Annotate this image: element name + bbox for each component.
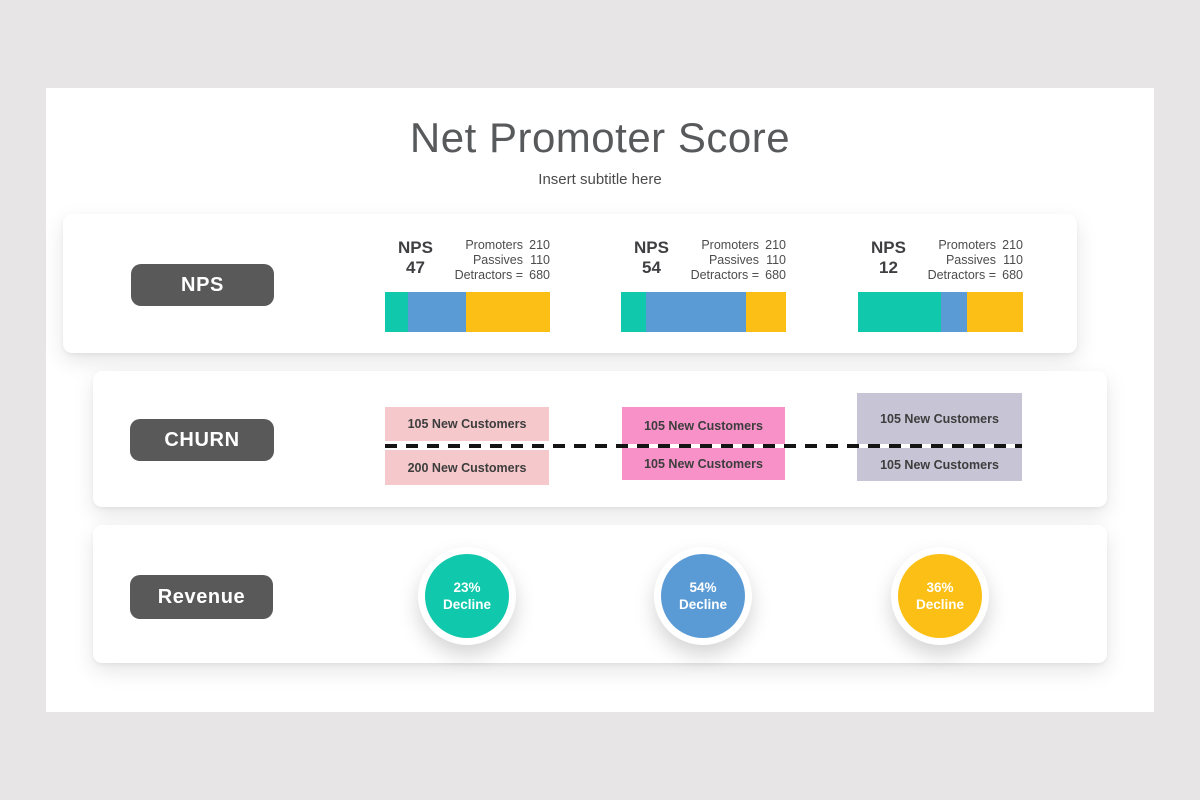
churn-unit: 105 New Customers 105 New Customers — [622, 393, 785, 490]
nps-stacked-bar — [621, 292, 786, 332]
nps-stat-value: 680 — [765, 268, 786, 282]
slide-title: Net Promoter Score — [409, 114, 791, 161]
bar-segment-blue — [645, 292, 747, 332]
revenue-caption: Decline — [678, 597, 728, 612]
churn-block-top: 105 New Customers — [857, 393, 1022, 444]
churn-block-top: 105 New Customers — [622, 407, 785, 444]
revenue-caption: Decline — [442, 597, 492, 612]
nps-stat-value: 110 — [766, 253, 786, 267]
revenue-row-label: Revenue — [130, 575, 273, 619]
nps-score-value: 54 — [642, 258, 661, 277]
nps-stat-label: Passives — [708, 253, 759, 267]
nps-stat-label: Promoters — [938, 238, 996, 252]
revenue-percent: 36% — [926, 580, 954, 595]
slide-subtitle: Insert subtitle here — [538, 171, 662, 188]
churn-unit: 105 New Customers 105 New Customers — [857, 393, 1022, 490]
nps-stat-value: 680 — [529, 268, 550, 282]
bar-segment-teal — [858, 292, 941, 332]
nps-stat-label: Promoters — [701, 238, 759, 252]
revenue-circle: 54% Decline — [661, 554, 745, 638]
nps-stat-line: Promoters 210 — [691, 238, 786, 253]
nps-stat-value: 110 — [530, 253, 550, 267]
bar-segment-yellow — [465, 292, 550, 332]
nps-stat-line: Promoters 210 — [928, 238, 1023, 253]
nps-stat-label: Detractors = — [690, 268, 759, 282]
nps-score-label: NPS — [398, 238, 433, 257]
nps-stat-line: Passives 110 — [455, 253, 550, 268]
nps-stacked-bar — [385, 292, 550, 332]
revenue-percent: 54% — [689, 580, 717, 595]
bar-segment-blue — [940, 292, 967, 332]
nps-score-value: 12 — [879, 258, 898, 277]
nps-stat-value: 210 — [529, 238, 550, 252]
nps-score-label: NPS — [634, 238, 669, 257]
nps-stat-line: Detractors = 680 — [691, 268, 786, 283]
bar-segment-blue — [408, 292, 466, 332]
churn-block-bottom: 200 New Customers — [385, 450, 549, 485]
churn-unit: 105 New Customers 200 New Customers — [385, 393, 549, 490]
churn-block-bottom: 105 New Customers — [857, 448, 1022, 481]
nps-stat-line: Detractors = 680 — [928, 268, 1023, 283]
revenue-unit: 23% Decline — [418, 547, 516, 645]
slide-canvas: Net Promoter Score Insert subtitle here … — [46, 88, 1154, 712]
nps-stacked-bar — [858, 292, 1023, 332]
bar-segment-teal — [385, 292, 409, 332]
nps-stat-label: Detractors = — [454, 268, 523, 282]
nps-stat-line: Passives 110 — [928, 253, 1023, 268]
nps-score-label: NPS — [871, 238, 906, 257]
nps-stat-line: Passives 110 — [691, 253, 786, 268]
churn-row-label: CHURN — [130, 419, 274, 461]
bar-segment-yellow — [746, 292, 786, 332]
churn-divider-dashed-line — [385, 444, 1022, 448]
nps-stat-value: 210 — [1002, 238, 1023, 252]
nps-stat-label: Passives — [945, 253, 996, 267]
nps-stat-value: 110 — [1003, 253, 1023, 267]
revenue-unit: 54% Decline — [654, 547, 752, 645]
nps-row-label: NPS — [131, 264, 274, 306]
revenue-percent: 23% — [453, 580, 481, 595]
revenue-circle: 23% Decline — [425, 554, 509, 638]
nps-stat-value: 680 — [1002, 268, 1023, 282]
nps-stat-label: Promoters — [465, 238, 523, 252]
churn-block-top: 105 New Customers — [385, 407, 549, 441]
nps-score-value: 47 — [406, 258, 425, 277]
bar-segment-yellow — [966, 292, 1023, 332]
revenue-unit: 36% Decline — [891, 547, 989, 645]
churn-block-bottom: 105 New Customers — [622, 448, 785, 480]
nps-stat-line: Promoters 210 — [455, 238, 550, 253]
revenue-circle: 36% Decline — [898, 554, 982, 638]
nps-stat-label: Detractors = — [927, 268, 996, 282]
bar-segment-teal — [621, 292, 646, 332]
revenue-caption: Decline — [915, 597, 965, 612]
nps-stat-line: Detractors = 680 — [455, 268, 550, 283]
nps-stat-value: 210 — [765, 238, 786, 252]
nps-stat-label: Passives — [472, 253, 523, 267]
